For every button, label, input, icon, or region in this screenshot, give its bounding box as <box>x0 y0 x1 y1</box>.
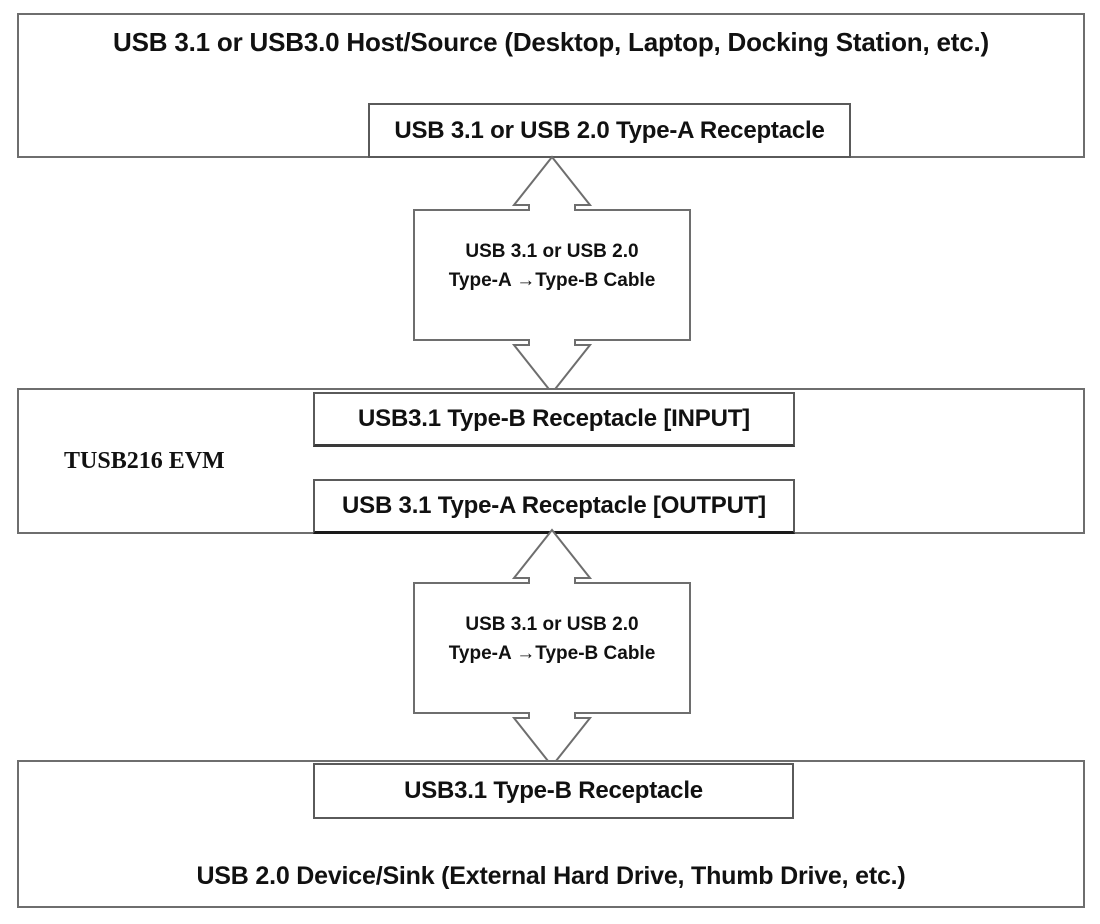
evm-name-label: TUSB216 EVM <box>64 448 225 474</box>
cable-bottom-block: USB 3.1 or USB 2.0 Type-A →Type-B Cable <box>407 528 697 768</box>
cable-top-block: USB 3.1 or USB 2.0 Type-A →Type-B Cable <box>407 155 697 395</box>
device-type-b-receptacle: USB3.1 Type-B Receptacle <box>313 763 794 819</box>
cable-top-double-arrow-icon <box>413 155 691 395</box>
host-source-title: USB 3.1 or USB3.0 Host/Source (Desktop, … <box>113 27 989 57</box>
host-type-a-receptacle: USB 3.1 or USB 2.0 Type-A Receptacle <box>368 103 851 158</box>
evm-input-receptacle: USB3.1 Type-B Receptacle [INPUT] <box>313 392 795 447</box>
cable-bottom-double-arrow-icon <box>413 528 691 768</box>
device-sink-title: USB 2.0 Device/Sink (External Hard Drive… <box>196 862 906 890</box>
evm-output-receptacle: USB 3.1 Type-A Receptacle [OUTPUT] <box>313 479 795 534</box>
